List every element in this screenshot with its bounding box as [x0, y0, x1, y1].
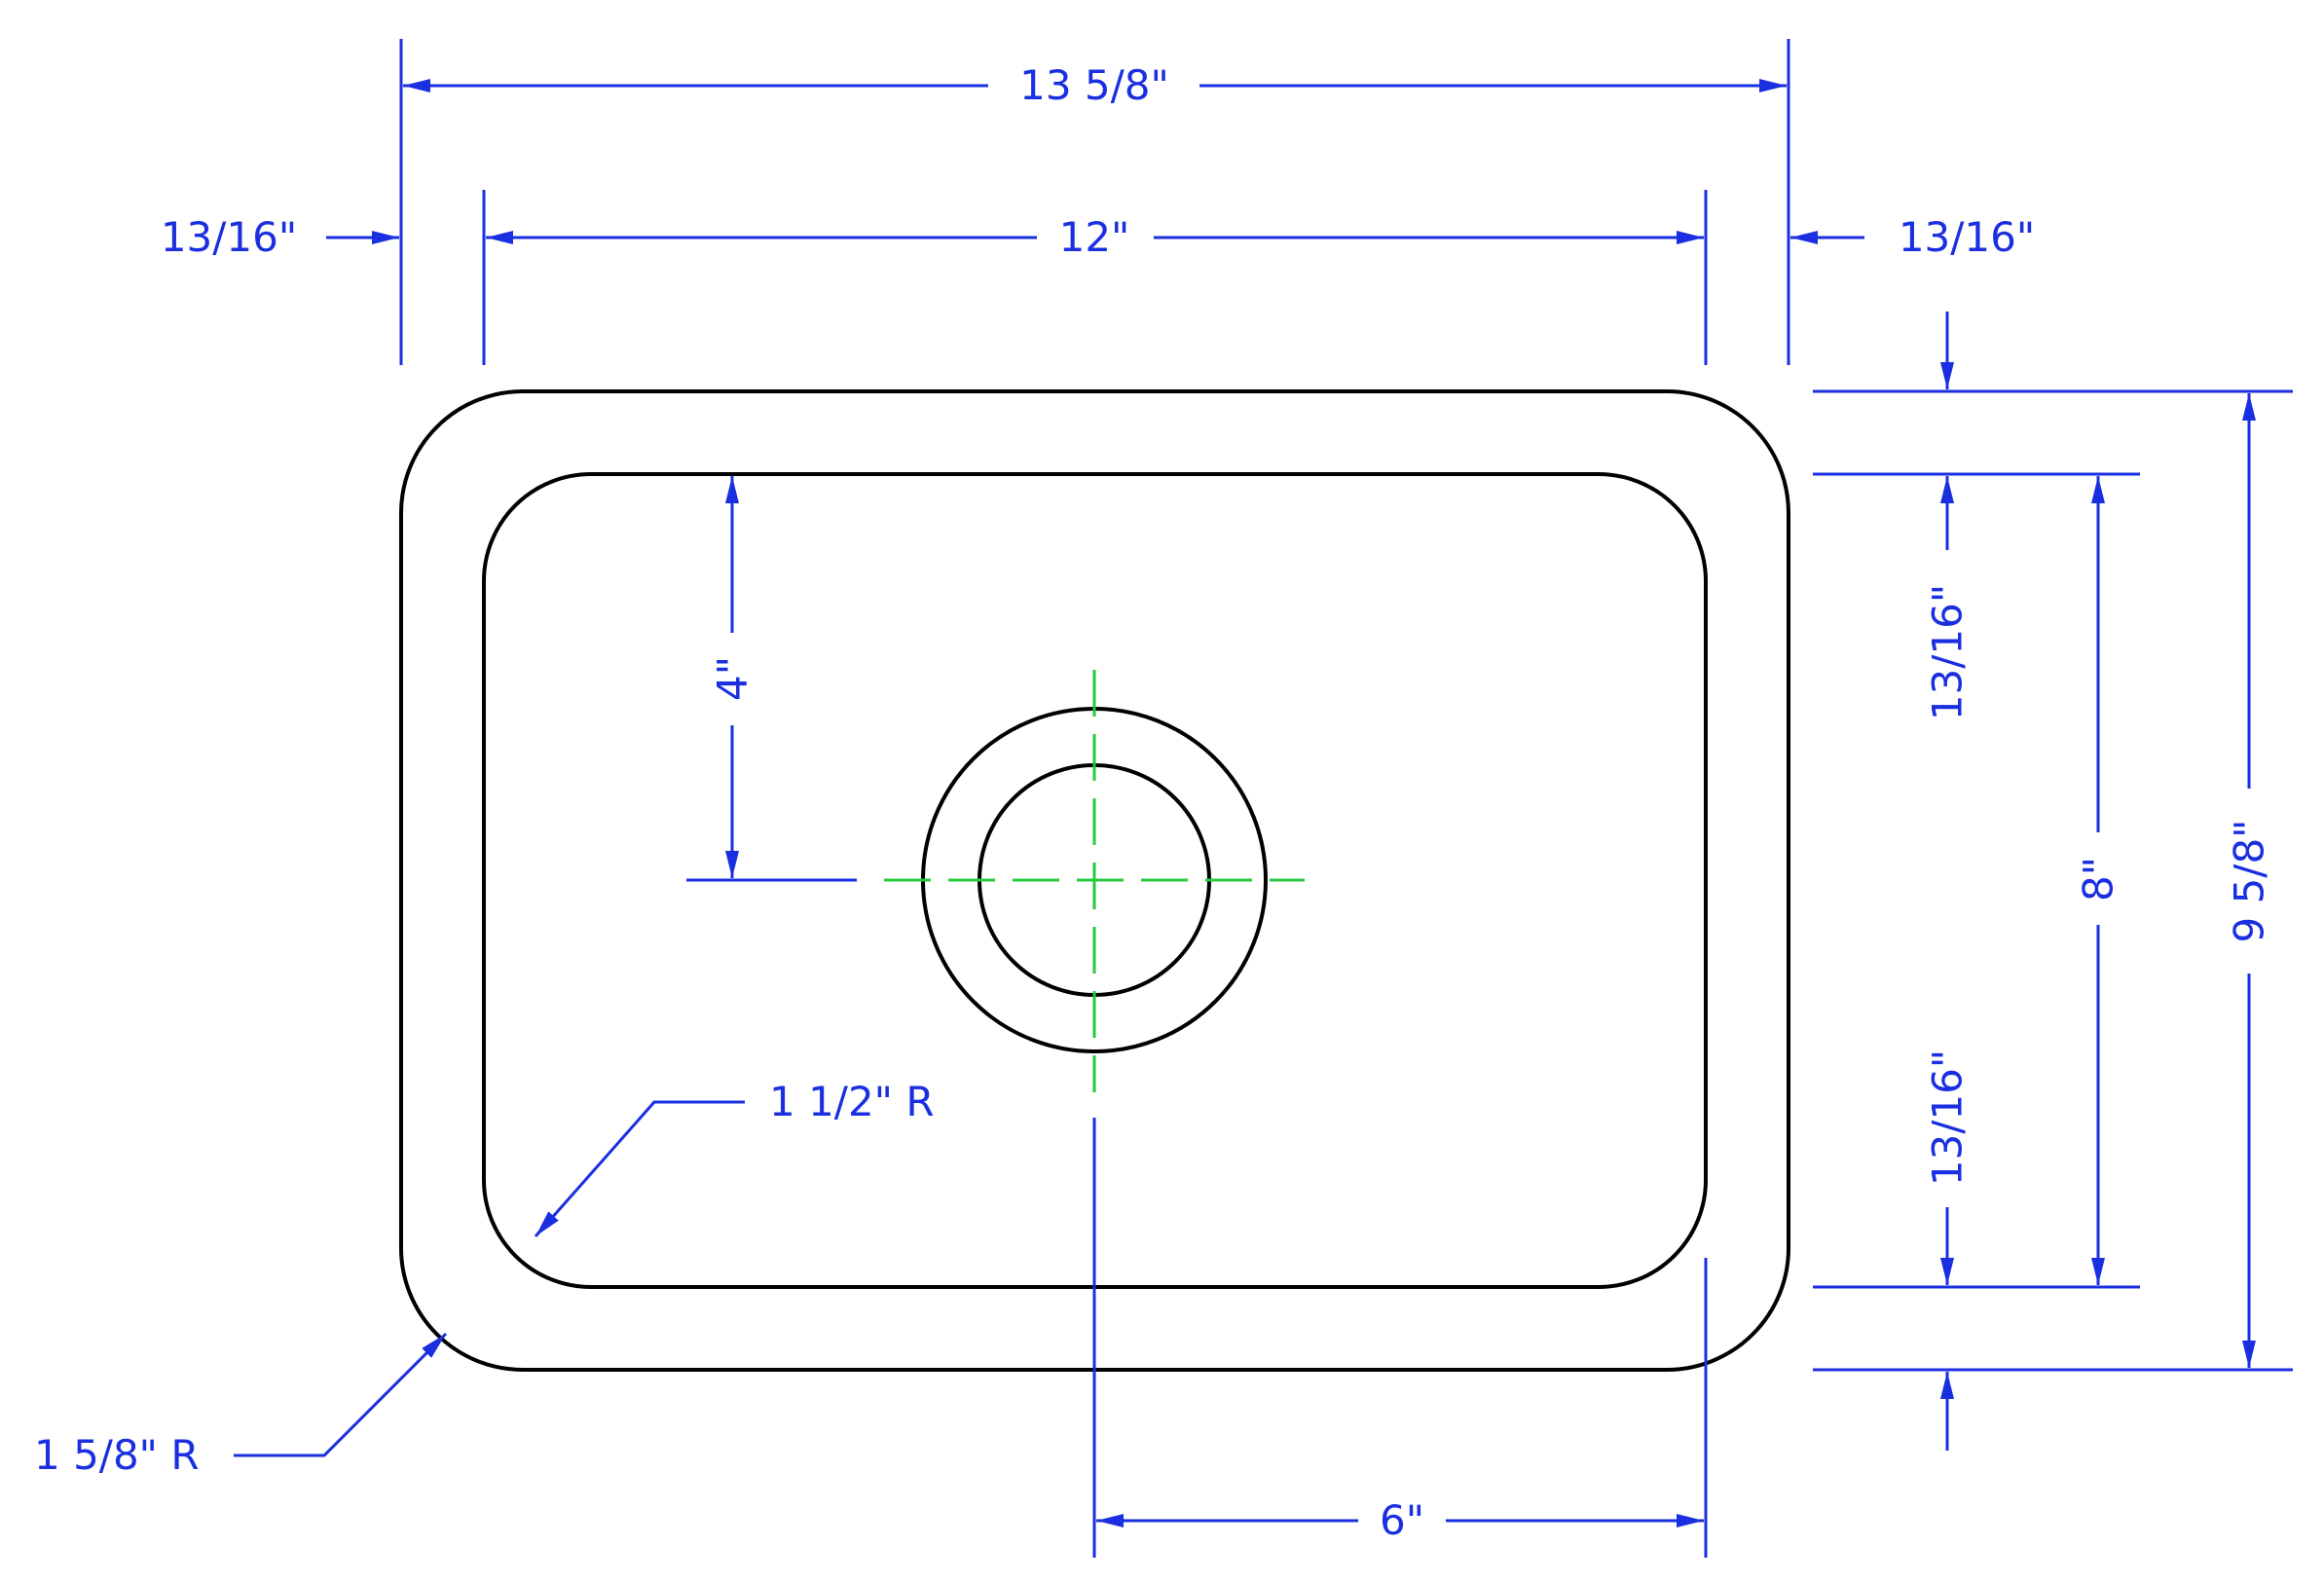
right-rim-label: 13/16": [1899, 213, 2035, 261]
overall-depth-label: 9 5/8": [2226, 820, 2273, 943]
inner-radius-leader: [534, 1100, 745, 1237]
top-rim-label: 13/16": [1924, 584, 1972, 720]
drain-from-top-label: 4": [709, 656, 756, 701]
drain-centerlines: [884, 670, 1305, 1092]
inner-width-label: 12": [1059, 213, 1130, 261]
drain-to-right-label: 6": [1380, 1496, 1424, 1544]
dimension-labels: 13 5/8" 12" 13/16" 13/16" 4" 1 1/2" R 1 …: [34, 61, 2273, 1544]
overall-width-label: 13 5/8": [1019, 61, 1169, 109]
inner-depth-label: 8": [2075, 857, 2122, 901]
dimension-lines: [234, 39, 2293, 1558]
bottom-rim-label: 13/16": [1924, 1049, 1972, 1186]
outer-corner-radius-label: 1 5/8" R: [34, 1431, 200, 1479]
outer-radius-leader: [234, 1332, 448, 1457]
left-rim-label: 13/16": [161, 213, 297, 261]
inner-corner-radius-label: 1 1/2" R: [769, 1078, 935, 1125]
